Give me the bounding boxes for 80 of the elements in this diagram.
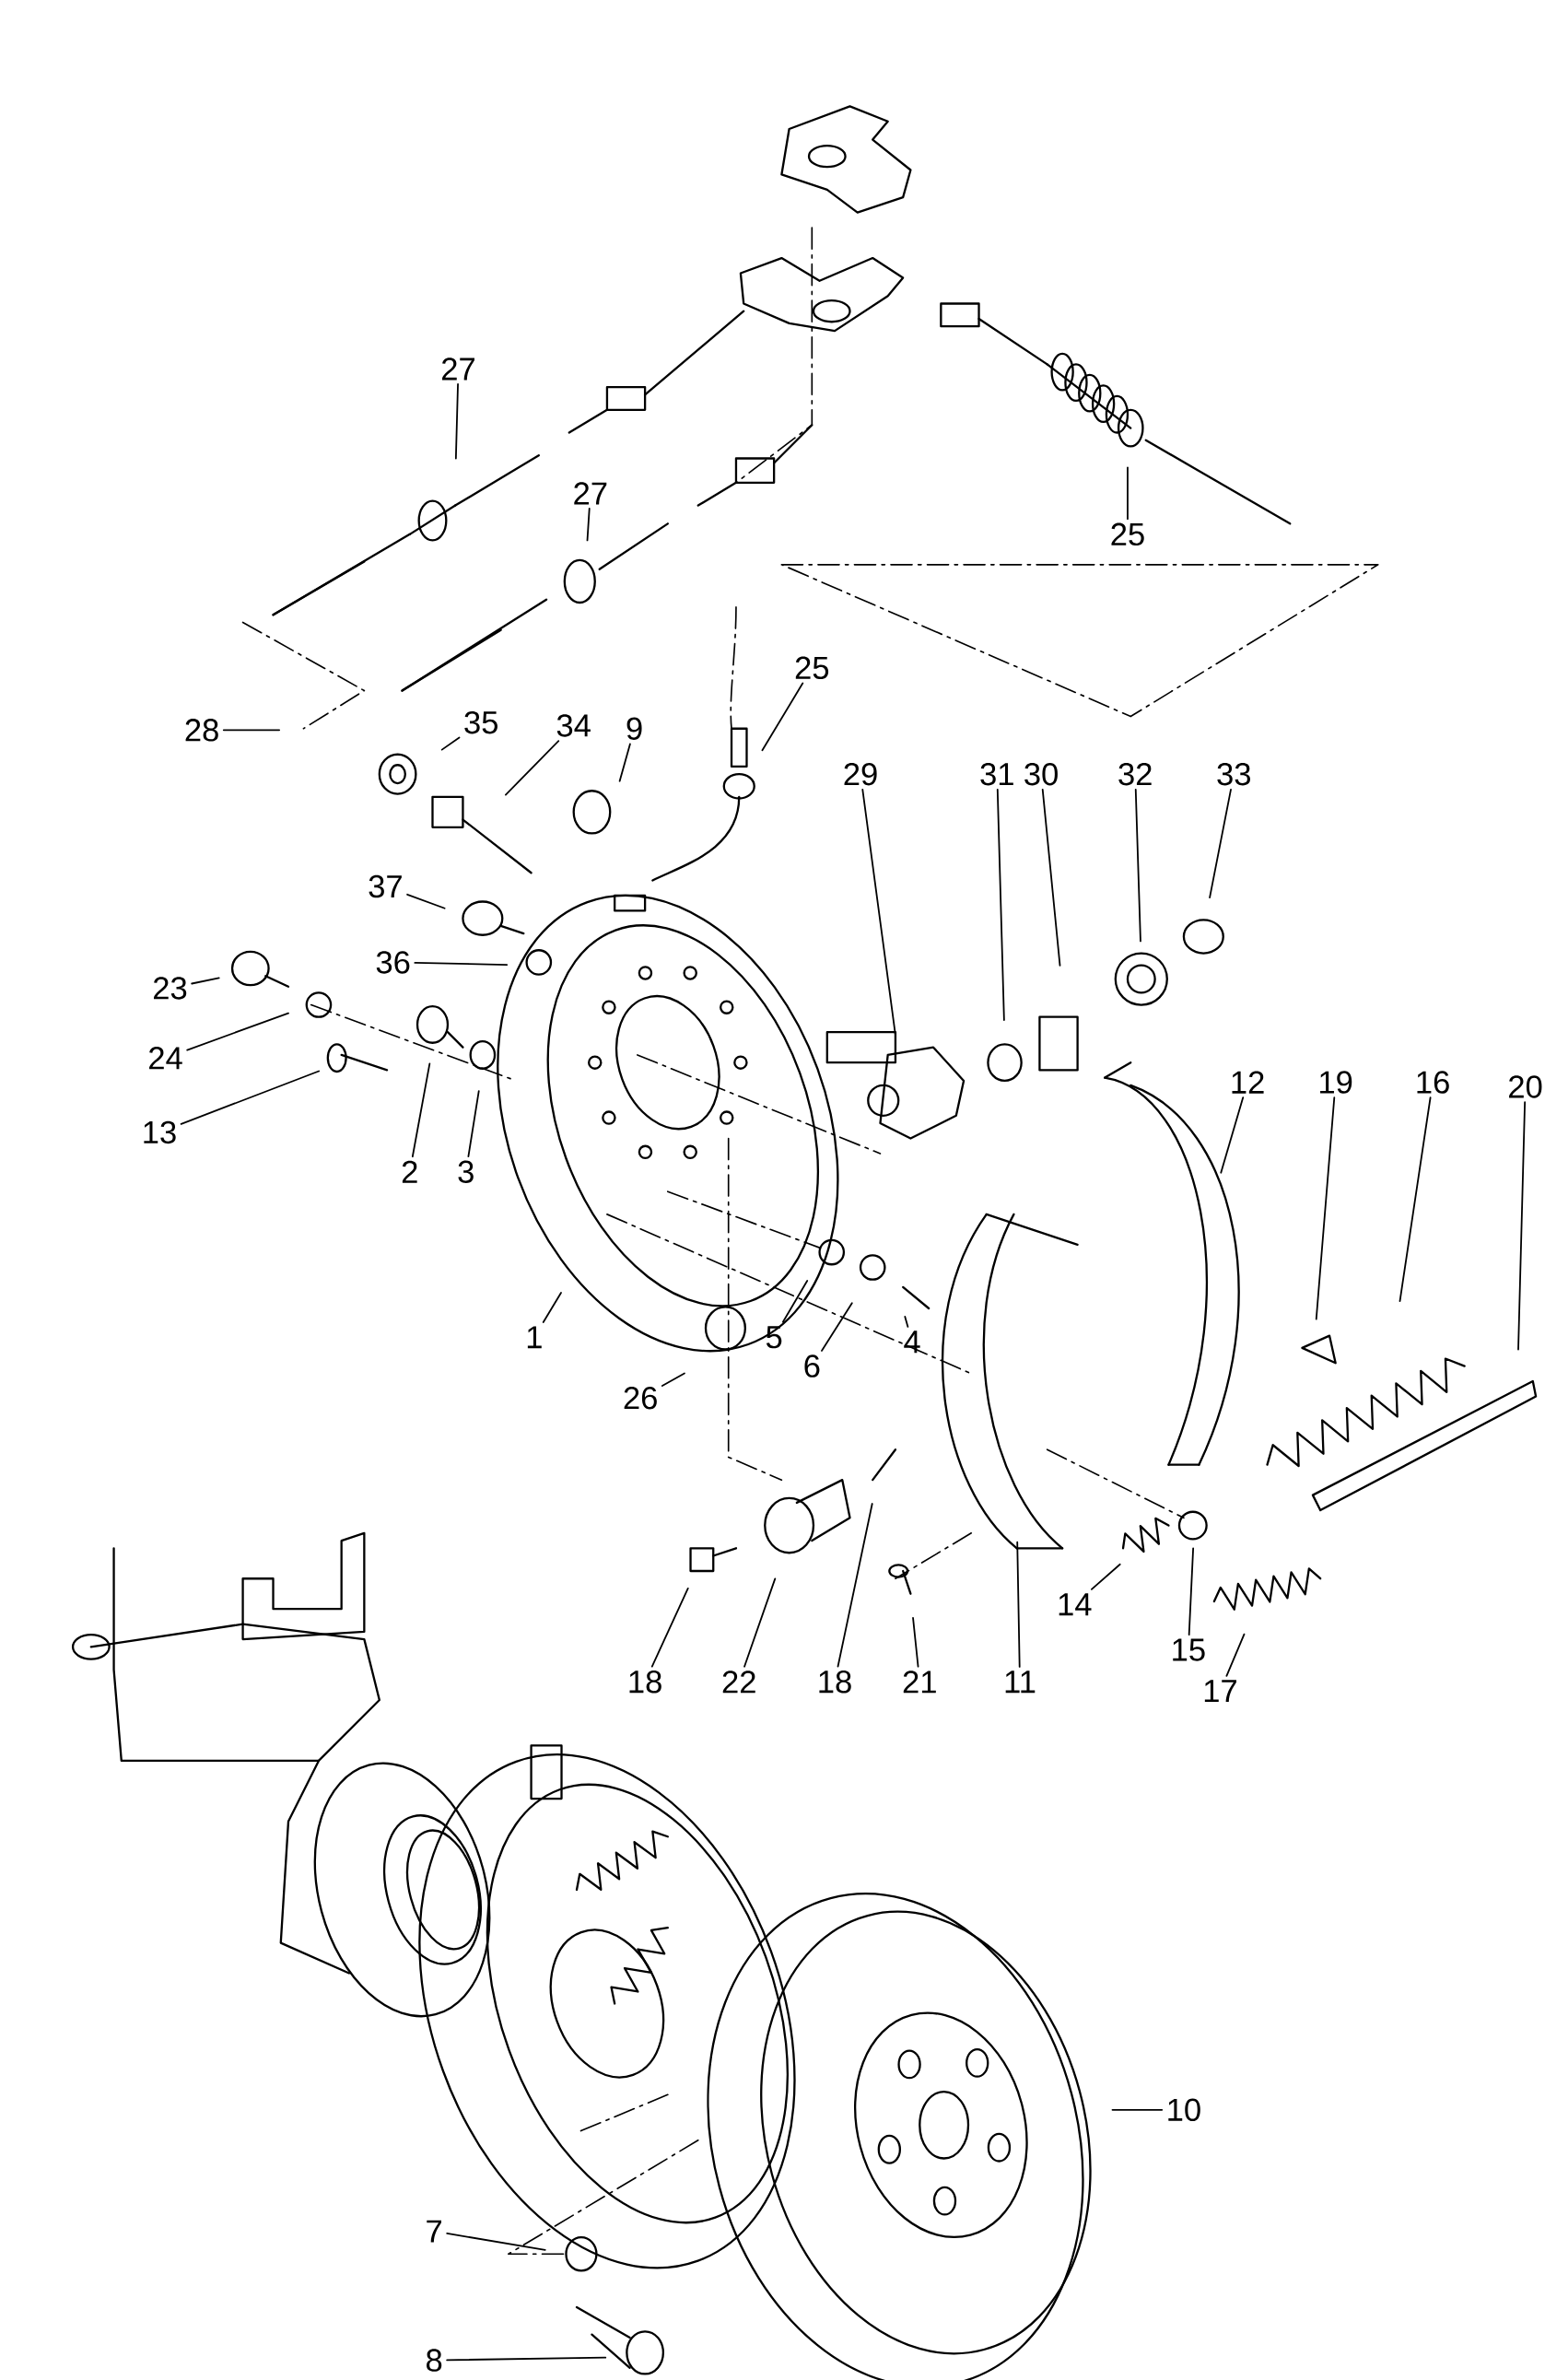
- leader-line: [650, 1588, 689, 1668]
- leader-line: [586, 508, 591, 542]
- leader-line: [446, 2356, 607, 2362]
- callout-number: 27: [574, 482, 607, 505]
- callout-number: 30: [1024, 762, 1058, 786]
- callout-number: 33: [1217, 762, 1250, 786]
- callout-number: 2: [402, 1160, 417, 1183]
- callout-number: 36: [376, 951, 410, 974]
- callout-number: 18: [819, 1671, 851, 1694]
- leader-line: [743, 1577, 777, 1668]
- callout-number: 27: [442, 358, 474, 381]
- leader-line: [996, 788, 1005, 1021]
- leader-line: [1111, 2108, 1164, 2111]
- callout-number: 11: [1005, 1671, 1036, 1694]
- callout-number: 7: [427, 2220, 441, 2243]
- callout-number: 29: [844, 762, 877, 786]
- callout-number: 18: [629, 1671, 661, 1694]
- callout-number: 3: [458, 1160, 474, 1183]
- leader-line: [1225, 1633, 1246, 1677]
- leader-line: [454, 382, 459, 460]
- leader-line: [912, 1617, 919, 1668]
- leader-line: [1091, 1563, 1121, 1590]
- callout-number: 25: [1111, 522, 1144, 546]
- callout-number: 26: [624, 1386, 657, 1410]
- leader-line: [1041, 788, 1061, 967]
- leader-line: [821, 1302, 853, 1352]
- leader-line: [1209, 788, 1232, 898]
- leader-line: [191, 977, 220, 985]
- leader-line: [1220, 1096, 1245, 1174]
- callout-number: 15: [1173, 1638, 1205, 1661]
- callout-number: 32: [1118, 762, 1152, 786]
- leader-line: [1127, 466, 1129, 521]
- leader-line: [781, 1280, 809, 1323]
- callout-number: 8: [427, 2349, 442, 2372]
- leader-line: [505, 740, 560, 796]
- callout-number: 21: [903, 1671, 936, 1694]
- callout-number: 1: [527, 1326, 542, 1349]
- callout-number: 4: [904, 1331, 920, 1354]
- callout-number: 34: [556, 714, 591, 737]
- leader-line: [837, 1503, 873, 1668]
- callout-number: 6: [804, 1354, 820, 1378]
- callout-number: 9: [626, 717, 642, 740]
- callout-number: 24: [149, 1047, 182, 1070]
- callout-number: 19: [1320, 1071, 1352, 1094]
- leader-line: [1517, 1101, 1527, 1351]
- leader-line: [542, 1292, 562, 1323]
- leader-line: [446, 2233, 546, 2251]
- leader-line: [1315, 1096, 1336, 1320]
- leader-line: [618, 743, 631, 782]
- callout-number: 5: [766, 1326, 782, 1349]
- leader-line: [661, 1372, 685, 1387]
- callout-number: 23: [154, 977, 187, 1000]
- leader-line: [414, 962, 509, 966]
- leader-line: [1399, 1096, 1432, 1302]
- callout-number: 22: [722, 1671, 755, 1694]
- leader-line: [1016, 1541, 1021, 1668]
- callout-number: 16: [1417, 1071, 1449, 1094]
- leader-line: [180, 1070, 321, 1125]
- callout-number: 35: [464, 710, 497, 734]
- callout-number: 12: [1232, 1071, 1264, 1094]
- callout-number: 25: [795, 656, 829, 680]
- leader-line: [761, 682, 804, 752]
- leader-line: [904, 1316, 909, 1328]
- leader-line: [1134, 788, 1141, 943]
- callout-number: 13: [144, 1120, 176, 1144]
- callout-number: 17: [1204, 1680, 1236, 1703]
- leader-line: [440, 736, 461, 751]
- leader-line: [411, 1062, 431, 1158]
- callout-number: 14: [1059, 1593, 1092, 1616]
- callout-number: 37: [369, 874, 402, 898]
- leader-line: [186, 1012, 289, 1051]
- leader-line: [467, 1090, 480, 1157]
- callout-number: 20: [1509, 1075, 1542, 1098]
- leader-line: [861, 788, 896, 1035]
- callout-number: 28: [185, 719, 218, 742]
- callout-number: 10: [1168, 2098, 1200, 2122]
- leader-line: [222, 729, 281, 732]
- leader-line: [406, 893, 446, 909]
- leader-line: [1188, 1547, 1195, 1636]
- callout-number: 31: [980, 762, 1013, 786]
